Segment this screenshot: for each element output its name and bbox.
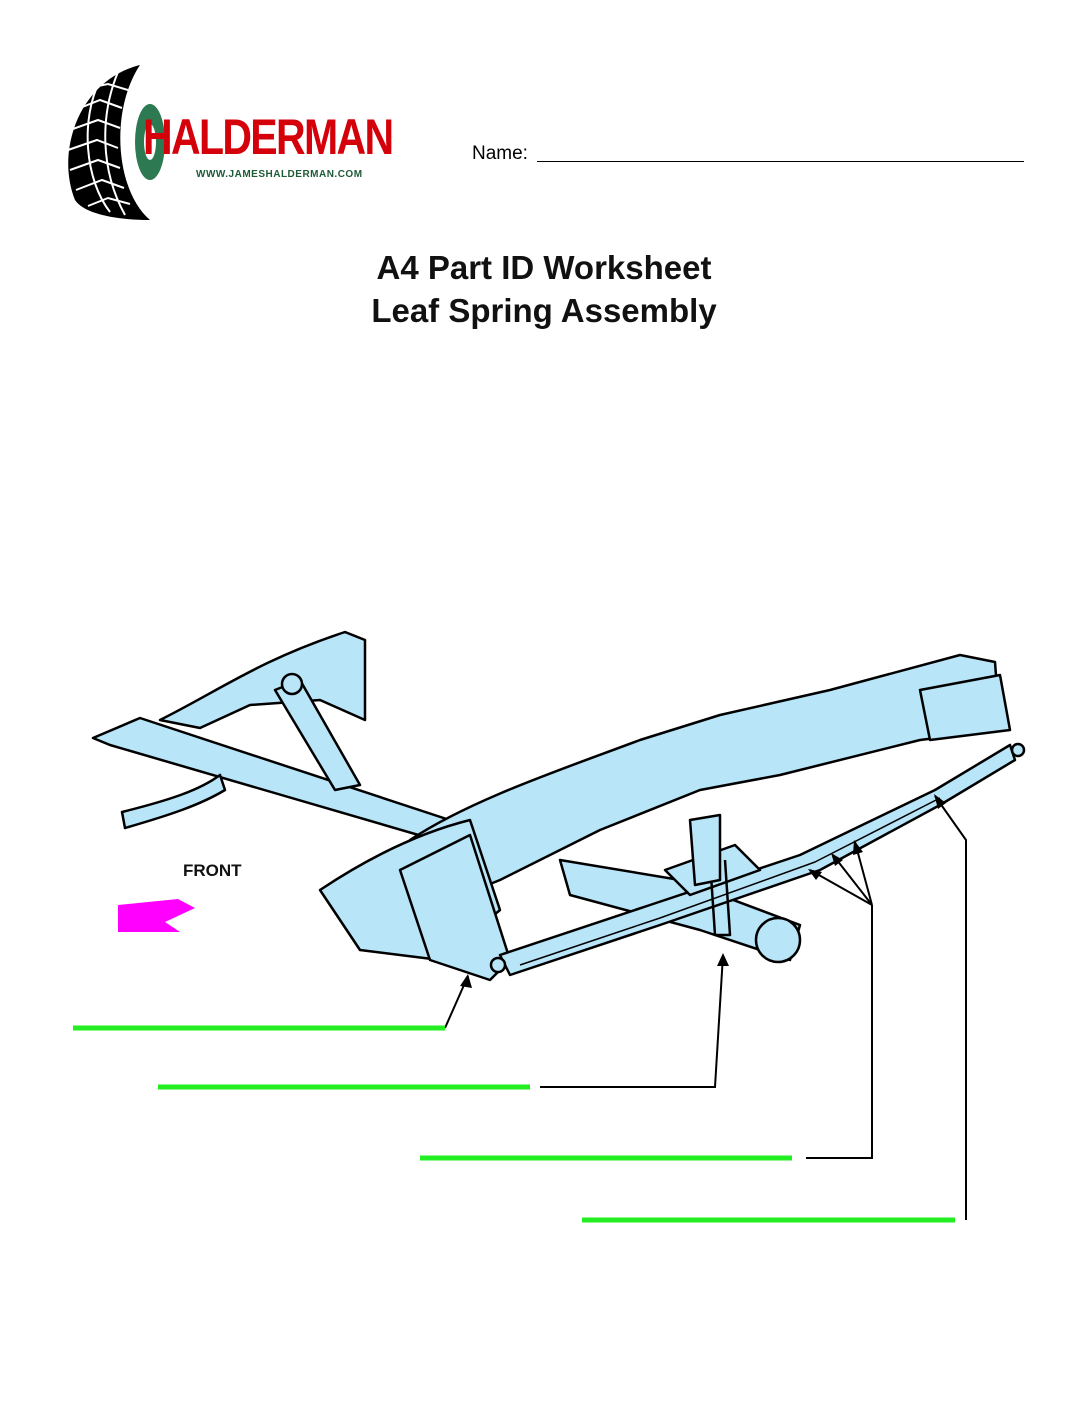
tire-icon bbox=[67, 65, 150, 220]
logo-url: WWW.JAMESHALDERMAN.COM bbox=[196, 169, 363, 180]
shock-absorber bbox=[688, 813, 722, 887]
spring-leaf-2 bbox=[519, 797, 941, 966]
lower-arm bbox=[120, 773, 227, 830]
shackle-bolt bbox=[1010, 742, 1026, 758]
leader-4 bbox=[934, 795, 967, 1220]
leader-3 bbox=[806, 841, 873, 1159]
rear-shackle bbox=[918, 673, 1012, 742]
logo-brand: HALDERMAN bbox=[143, 109, 394, 165]
front-label: FRONT bbox=[183, 861, 242, 880]
name-label: Name: bbox=[472, 143, 528, 164]
leader-2 bbox=[540, 954, 724, 1088]
front-crossmember bbox=[91, 716, 482, 852]
answer-lines bbox=[73, 1025, 955, 1223]
wheel-icon bbox=[135, 104, 165, 180]
main-frame-rail bbox=[408, 653, 1002, 902]
u-bolt bbox=[708, 859, 732, 937]
front-arrow-icon bbox=[118, 899, 195, 932]
hub bbox=[754, 916, 802, 964]
leader-lines bbox=[444, 795, 967, 1220]
front-frame-rail bbox=[158, 630, 367, 730]
strut-bushing bbox=[280, 672, 304, 696]
arrowheads bbox=[460, 794, 946, 988]
name-input-line[interactable] bbox=[537, 161, 1024, 162]
worksheet-title: A4 Part ID Worksheet bbox=[376, 249, 712, 286]
hanger-bolt bbox=[489, 956, 507, 974]
worksheet-subtitle: Leaf Spring Assembly bbox=[371, 292, 717, 329]
